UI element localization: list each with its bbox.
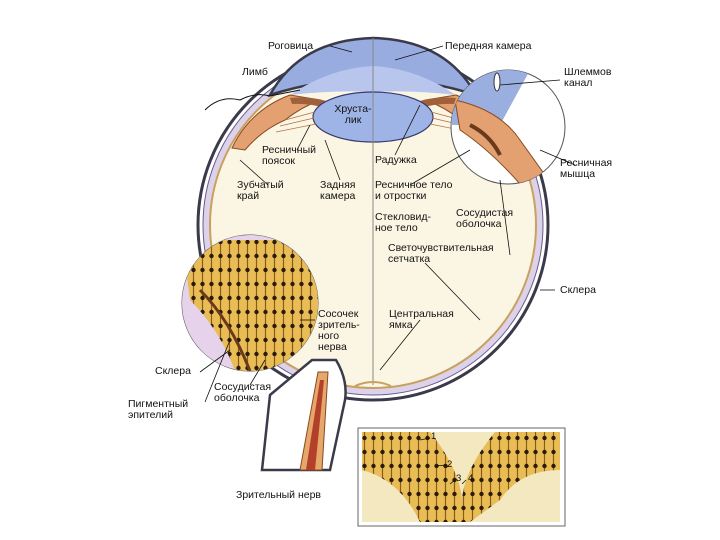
schlemm-canal-inset [450, 69, 566, 185]
label-sclera-right: Склера [560, 284, 596, 296]
label-retina: Светочувствительная сетчатка [388, 242, 494, 265]
inset-number-2: 2 [447, 459, 453, 470]
label-ciliary-zonule: Ресничный поясок [262, 144, 316, 167]
ciliary-body-left [231, 94, 322, 151]
label-pigment-epithelium: Пигментный эпителий [128, 398, 189, 421]
label-ciliary-body: Ресничное тело и отростки [375, 179, 453, 202]
label-optic-disc: Сосочек зритель- ного нерва [318, 308, 360, 353]
leader-lines [199, 45, 576, 403]
label-ora-serrata: Зубчатый край [237, 179, 284, 202]
label-posterior-chamber: Задняя камера [320, 179, 356, 202]
limbus-pointer-line [204, 89, 301, 111]
label-choroid-top: Сосудистая оболочка [456, 207, 514, 230]
inset-number-3: 3 [456, 473, 462, 484]
label-limbus: Лимб [242, 66, 268, 78]
label-anterior-chamber: Передняя камера [445, 40, 532, 52]
label-choroid-bottom: Сосудистая оболочка [214, 381, 272, 404]
inset-number-1: 1 [431, 431, 437, 442]
label-optic-nerve: Зрительный нерв [236, 489, 322, 501]
inset-number-leaders [419, 437, 467, 485]
label-vitreous-body: Стекловид- ное тело [375, 211, 431, 234]
inset-number-4: 4 [468, 473, 474, 484]
label-schlemm-canal: Шлеммов канал [564, 66, 612, 89]
label-cornea: Роговица [268, 40, 314, 52]
fovea-inset [357, 427, 566, 527]
fovea-dip [354, 381, 392, 387]
label-iris: Радужка [375, 154, 417, 166]
label-sclera-left: Склера [155, 365, 191, 377]
optic-nerve-shape [260, 358, 347, 472]
retina-magnified-inset [181, 234, 319, 372]
label-fovea: Центральная ямка [389, 308, 454, 331]
label-ciliary-muscle: Ресничная мышца [560, 157, 613, 180]
label-lens: Хруста- лик [334, 103, 372, 126]
